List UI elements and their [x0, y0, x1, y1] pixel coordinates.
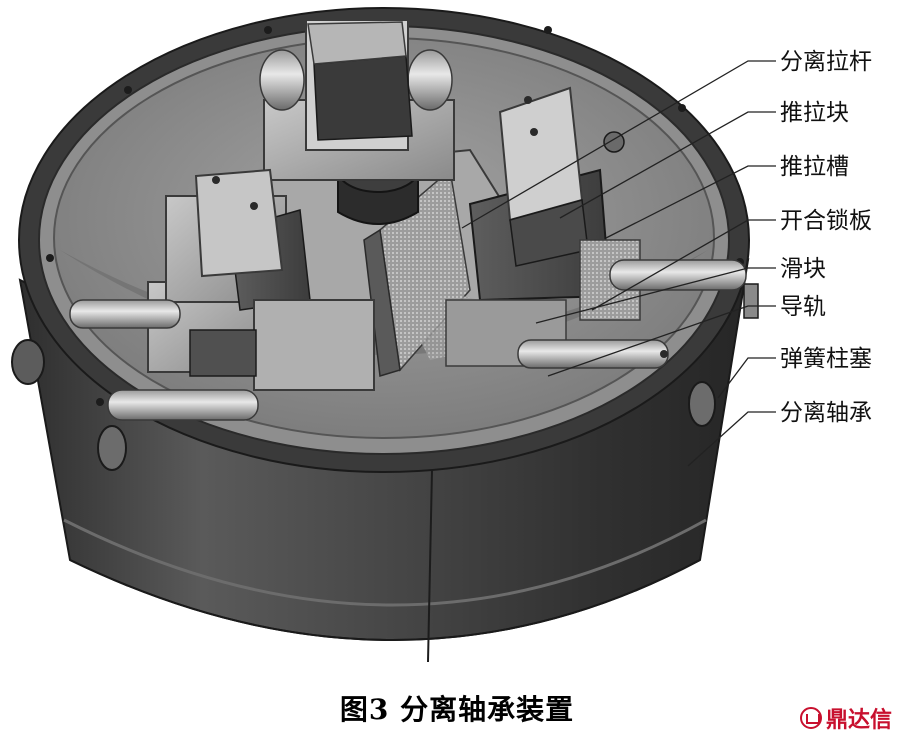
- label-guide-rail: 导轨: [780, 294, 826, 320]
- label-push-pull-groove: 推拉槽: [780, 154, 849, 180]
- leader-push-pull-block: [559, 111, 776, 219]
- figure-caption: 图3 分离轴承装置: [339, 693, 575, 726]
- label-slider: 滑块: [780, 256, 826, 282]
- label-separation-bearing: 分离轴承: [780, 400, 872, 426]
- leader-separation-pull-rod: [461, 60, 776, 229]
- leader-push-pull-groove: [605, 165, 776, 239]
- left-block-assembly: [69, 168, 375, 421]
- leader-slider: [535, 267, 776, 324]
- label-spring-plunger: 弹簧柱塞: [780, 346, 872, 372]
- label-push-pull-block: 推拉块: [780, 100, 849, 126]
- leader-lines: [461, 60, 776, 467]
- callout-labels: 分离拉杆 推拉块 推拉槽 开合锁板 滑块 导轨 弹簧柱塞 分离轴承: [780, 49, 872, 426]
- leader-separation-bearing: [687, 411, 776, 467]
- brand-icon: [800, 707, 822, 729]
- label-split-lock-plate: 开合锁板: [780, 208, 872, 234]
- leader-split-lock-plate: [591, 219, 776, 311]
- right-block-assembly: [445, 86, 747, 369]
- leader-spring-plunger: [717, 357, 776, 399]
- label-separation-pull-rod: 分离拉杆: [780, 49, 872, 75]
- top-block-assembly: [259, 19, 455, 181]
- leader-guide-rail: [547, 305, 776, 377]
- watermark-text: 鼎达信: [826, 708, 893, 733]
- watermark-logo: 鼎达信: [800, 700, 910, 736]
